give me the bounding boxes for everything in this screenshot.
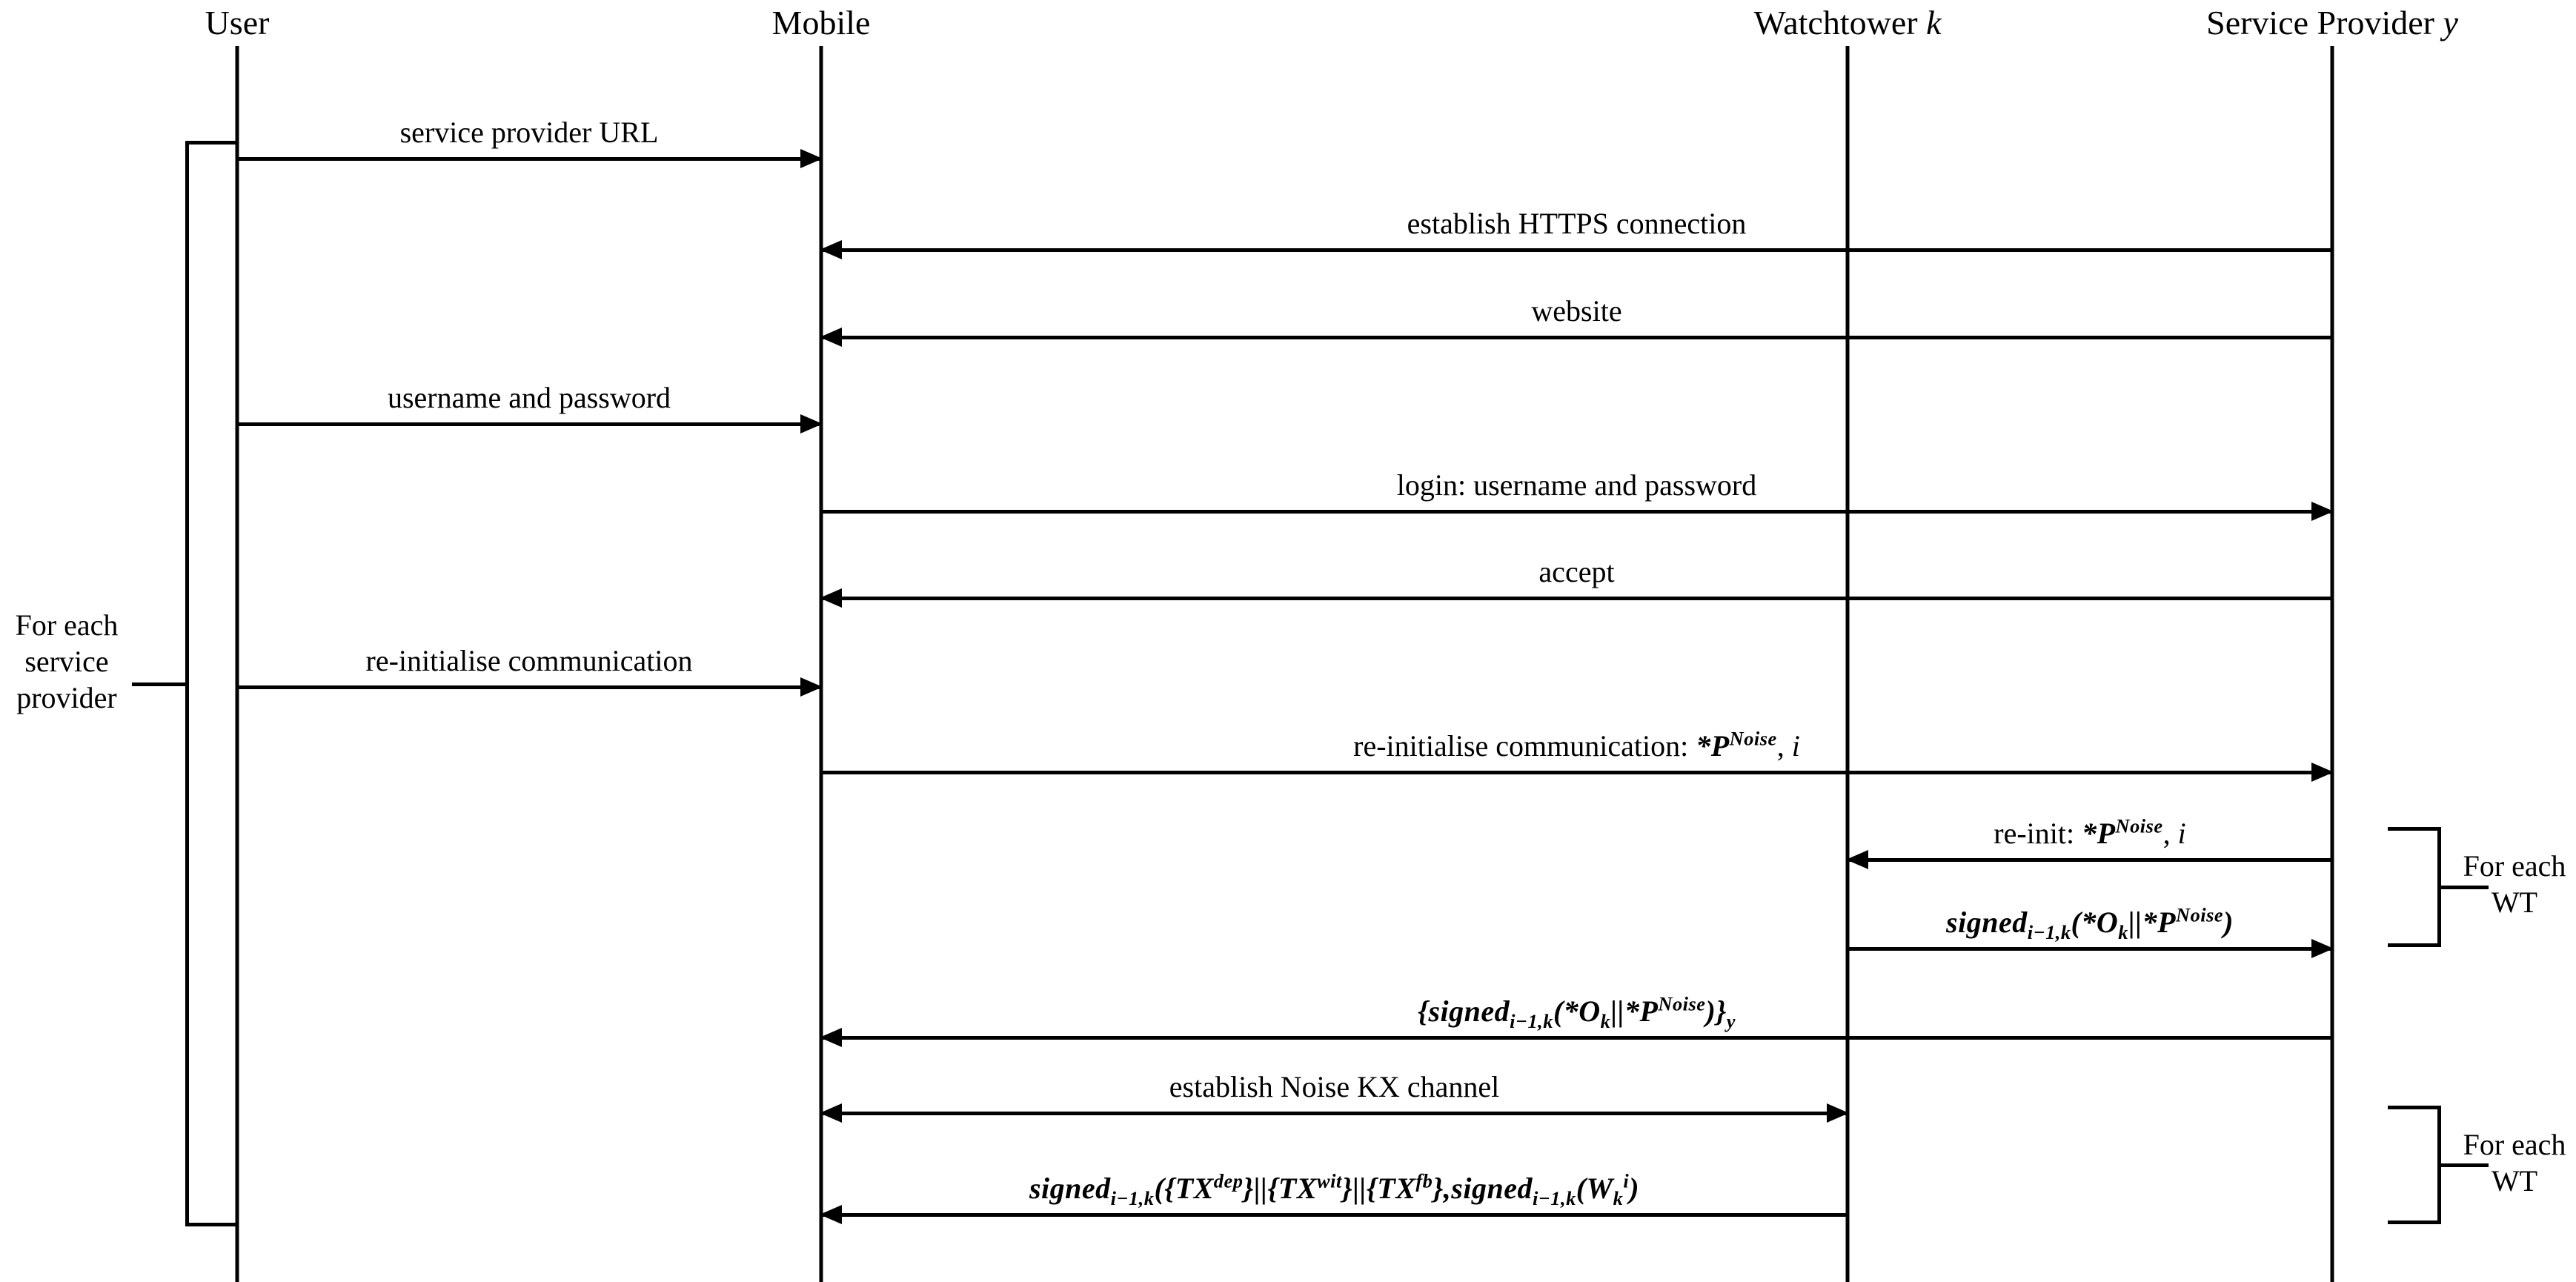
message-label: username and password [387, 381, 671, 414]
arrowhead-left-icon [820, 240, 842, 259]
bracket-label-line: For each [15, 608, 119, 642]
arrow-shaft [821, 597, 2332, 600]
message-label: service provider URL [399, 116, 659, 149]
arrow-shaft [821, 1112, 1848, 1115]
message-label: establish HTTPS connection [1407, 207, 1747, 240]
message-label: website [1531, 294, 1622, 328]
arrowhead-right-icon [800, 677, 823, 697]
actor-subscript-watchtower: k [1926, 4, 1942, 41]
message-label: login: username and password [1396, 468, 1757, 502]
actor-label-service-provider: Service Provider [2206, 4, 2434, 41]
lifeline-mobile [819, 46, 823, 1282]
arrow-shaft [237, 685, 821, 689]
message-label: re-initialise communication: *PNoise, i [1353, 727, 1800, 763]
arrow-shaft [821, 1036, 2332, 1040]
bracket-for-each-wt-reinit [2388, 827, 2489, 947]
actor-label-watchtower: Watchtower [1753, 4, 1918, 41]
bracket-label-line: service [24, 644, 109, 678]
bracket-spine [185, 141, 189, 1226]
arrow-shaft [821, 336, 2332, 339]
bracket-top-arm [2388, 827, 2441, 831]
message-label: re-init: *PNoise, i [1994, 814, 2186, 850]
bracket-spine [2437, 827, 2441, 947]
bracket-stem [132, 682, 185, 686]
actor-header-service-provider: Service Provider y [2206, 6, 2458, 40]
actor-label-mobile: Mobile [771, 4, 871, 41]
message-label: establish Noise KX channel [1169, 1070, 1500, 1103]
bracket-for-each-service-provider [132, 141, 239, 1226]
message-label: signedi−1,k(*Ok||*PNoise) [1946, 903, 2234, 943]
bracket-label-line: For each [2463, 1128, 2566, 1161]
arrowhead-left-icon [820, 1103, 842, 1123]
bracket-label-for-each-wt-channel: For each WT [2453, 1127, 2576, 1200]
arrowhead-right-icon [1827, 1103, 1849, 1123]
bracket-stem [2441, 1163, 2489, 1167]
arrow-shaft [237, 422, 821, 426]
bracket-bottom-arm [185, 1223, 239, 1226]
bracket-stem [2441, 886, 2489, 889]
message-label: re-initialise communication [365, 644, 693, 677]
lifeline-service-provider [2330, 46, 2334, 1282]
arrowhead-right-icon [2311, 763, 2334, 782]
arrowhead-right-icon [2311, 939, 2334, 958]
actor-label-user: User [205, 4, 270, 41]
arrow-shaft [1848, 947, 2332, 951]
actor-header-user: User [205, 6, 270, 40]
arrowhead-left-icon [820, 588, 842, 608]
bracket-bottom-arm [2388, 1220, 2441, 1224]
arrowhead-left-icon [820, 328, 842, 347]
arrow-shaft [1848, 858, 2332, 862]
message-label: accept [1538, 555, 1615, 588]
bracket-label-for-each-service-provider: For each service provider [0, 608, 133, 716]
message-label: signedi−1,k({TXdep}||{TXwit}||{TXfb},sig… [1029, 1169, 1640, 1209]
actor-header-mobile: Mobile [772, 6, 871, 40]
actor-header-watchtower: Watchtower k [1753, 6, 1941, 40]
arrow-shaft [821, 510, 2332, 514]
bracket-top-arm [185, 141, 239, 145]
arrowhead-left-icon [1846, 850, 1868, 869]
actor-subscript-service-provider: y [2443, 4, 2458, 41]
lifeline-watchtower [1845, 46, 1850, 1282]
bracket-for-each-wt-channel [2388, 1106, 2489, 1224]
bracket-top-arm [2388, 1106, 2441, 1109]
bracket-label-line: For each [2463, 849, 2566, 883]
bracket-label-line: WT [2491, 885, 2538, 919]
lifeline-user [235, 46, 239, 1282]
bracket-label-line: WT [2491, 1163, 2538, 1198]
arrowhead-left-icon [820, 1205, 842, 1224]
arrowhead-right-icon [800, 149, 823, 168]
arrow-shaft [237, 157, 821, 161]
arrow-shaft [821, 771, 2332, 774]
arrow-shaft [821, 1213, 1848, 1217]
message-label: {signedi−1,k(*Ok||*PNoise)}y [1418, 992, 1736, 1032]
bracket-label-for-each-wt-reinit: For each WT [2453, 848, 2576, 921]
arrowhead-left-icon [820, 1028, 842, 1047]
bracket-spine [2437, 1106, 2441, 1224]
bracket-bottom-arm [2388, 943, 2441, 947]
arrowhead-right-icon [800, 414, 823, 434]
arrow-shaft [821, 248, 2332, 252]
arrowhead-right-icon [2311, 502, 2334, 521]
bracket-label-line: provider [16, 680, 117, 714]
